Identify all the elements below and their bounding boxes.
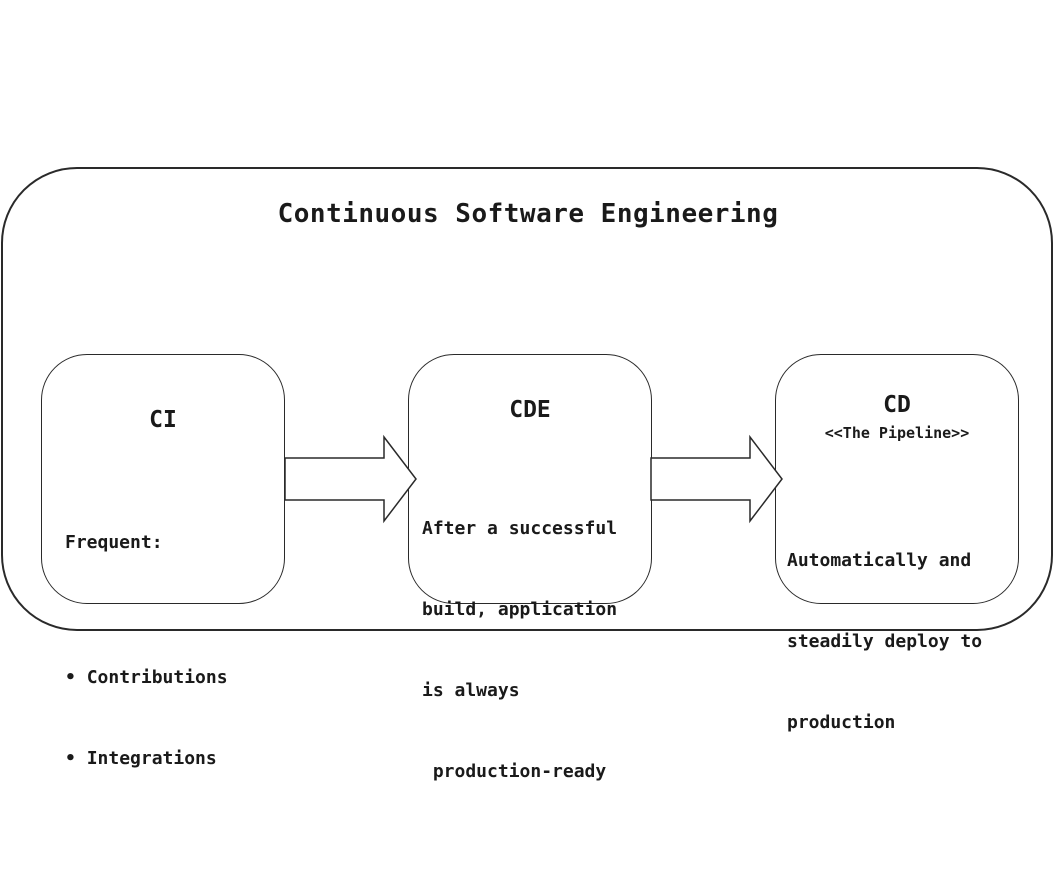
list-item-label: Integrations (86, 748, 217, 769)
list-heading: Frequent: (65, 532, 163, 553)
stage-box-cde: CDE After a successful build, applicatio… (408, 354, 652, 782)
stage-description-cde: After a successful build, application is… (422, 461, 617, 839)
stage-title-cd: CD (883, 392, 911, 418)
description-line: production-ready (422, 761, 607, 782)
stage-description-cd: Automatically and steadily deploy to pro… (787, 493, 982, 790)
diagram-title-text: Continuous Software Engineering (277, 199, 779, 229)
list-item: • Integrations (65, 748, 217, 769)
stage-text-ci: Frequent: • Contributions • Integrations (65, 475, 228, 880)
description-line: After a successful (422, 518, 618, 539)
bullet-list: • Contributions • Integrations (65, 610, 228, 826)
description-line: is always (422, 680, 520, 701)
stage-box-cd: CD <<The Pipeline>> Automatically and st… (775, 354, 1019, 733)
stage-title-cde: CDE (509, 397, 551, 423)
description-line: steadily deploy to (787, 631, 983, 652)
description-line: build, application (422, 599, 618, 620)
list-item: • Contributions (65, 667, 228, 688)
stage-title-ci: CI (149, 407, 177, 433)
stage-subtitle-cd: <<The Pipeline>> (824, 424, 970, 442)
stage-box-ci: CI Frequent: • Contributions • Integrati… (41, 354, 285, 769)
list-item-label: Contributions (86, 667, 228, 688)
diagram-title: Continuous Software Engineering (0, 199, 1056, 229)
description-line: Automatically and (787, 550, 972, 571)
description-line: production (787, 712, 896, 733)
